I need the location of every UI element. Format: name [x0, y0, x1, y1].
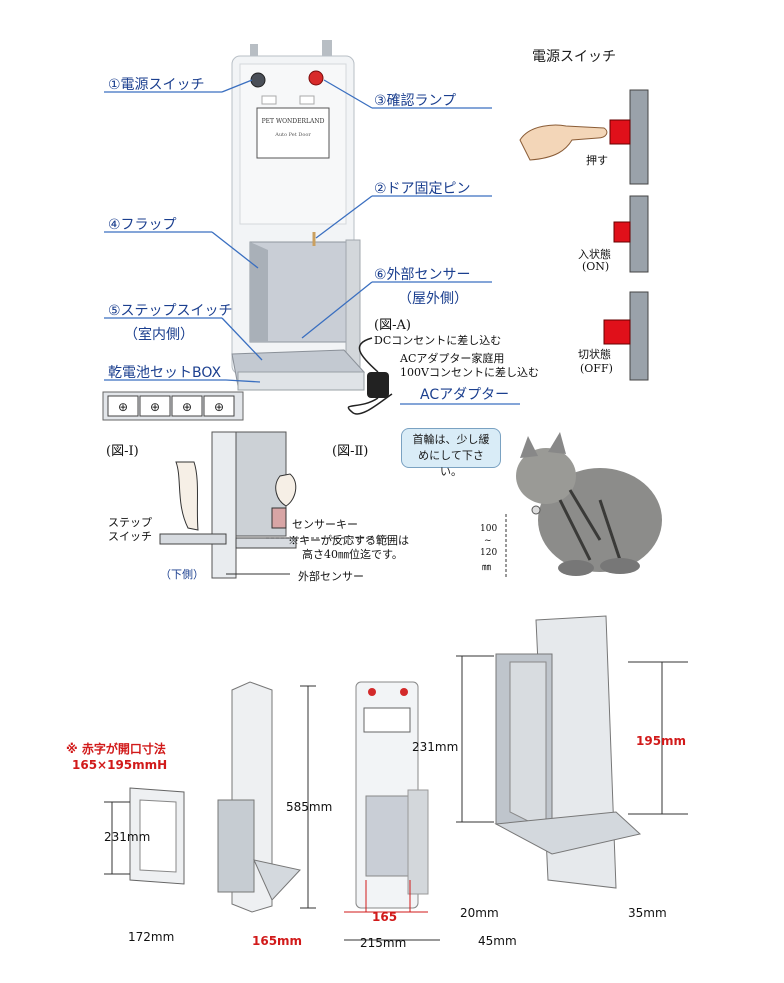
side-view-diagram	[217, 681, 316, 913]
fig-2-title: (図-Ⅱ)	[332, 444, 369, 459]
ac-adapter	[347, 337, 393, 415]
cat-photo	[505, 432, 662, 578]
frame-diagram	[104, 787, 185, 885]
collar-note-bubble: 首輪は、少し緩めにして下さい。	[401, 428, 501, 478]
svg-text:⊕: ⊕	[214, 400, 224, 414]
opening-note: ※ 赤字が開口寸法	[66, 742, 166, 756]
step-label-2: スイッチ	[108, 530, 152, 543]
plate-line-1: PET WONDERLAND	[261, 118, 325, 125]
height-100: 100	[480, 524, 498, 534]
battery-box: ⊕ ⊕ ⊕ ⊕	[102, 391, 244, 421]
door-pin-label: ②ドア固定ピン	[374, 181, 471, 197]
height-120: 120	[480, 548, 498, 558]
battery-box-label: 乾電池セットBOX	[108, 365, 222, 381]
dim-215: 215mm	[360, 936, 407, 950]
outer-sensor-label: ⑥外部センサー	[374, 267, 471, 283]
step-switch-label: ⑤ステップスイッチ	[108, 303, 233, 319]
figure-1-2-graphics	[159, 431, 390, 579]
off-state-label: 切状態	[578, 348, 611, 361]
height-tilde: ~	[484, 536, 492, 546]
fig-a-adapter-2: 100Vコンセントに差し込む	[400, 366, 539, 379]
power-switch-button	[250, 72, 266, 88]
svg-text:⊕: ⊕	[118, 400, 128, 414]
dim-231-frame: 231mm	[104, 830, 151, 844]
height-unit: ㎜	[482, 563, 492, 573]
power-switch-label: ①電源スイッチ	[108, 77, 205, 93]
step-label-1: ステップ	[108, 516, 152, 529]
dim-195: 195mm	[636, 734, 687, 748]
fig-a-adapter-1: ACアダプター家庭用	[400, 352, 505, 365]
sensor-note-2: 高さ40㎜位迄です。	[302, 548, 403, 561]
outer-side-label: （屋外側）	[398, 291, 468, 307]
dim-20: 20mm	[460, 906, 499, 920]
confirm-lamp	[308, 70, 324, 86]
callout-lines	[104, 79, 520, 405]
power-panel-title: 電源スイッチ	[532, 49, 616, 65]
inner-side-label: （室内側）	[124, 327, 194, 343]
lower-side-label: （下側）	[160, 568, 204, 581]
pet-door-device	[231, 40, 366, 391]
confirm-lamp-label: ③確認ランプ	[374, 93, 457, 109]
push-label: 押す	[586, 154, 608, 167]
dim-172: 172mm	[128, 930, 175, 944]
dim-585: 585mm	[286, 800, 333, 814]
sensor-note-1: ※キーが反応する範囲は	[288, 534, 409, 547]
plate-line-2: Auto Pet Door	[275, 132, 311, 138]
outer-sensor-fig-label: 外部センサー	[298, 570, 364, 583]
sensor-key-label: センサーキー	[292, 518, 358, 531]
svg-text:⊕: ⊕	[182, 400, 192, 414]
flap-label: ④フラップ	[108, 217, 177, 233]
dim-165-side: 165mm	[252, 934, 303, 948]
dim-35: 35mm	[628, 906, 667, 920]
power-switch-panel-graphics	[519, 89, 649, 381]
off-en-label: (OFF)	[580, 362, 613, 375]
front-view-diagram	[344, 681, 440, 941]
fig-1-title: (図-Ⅰ)	[106, 444, 139, 459]
on-state-label: 入状態	[578, 248, 611, 261]
dim-231-3d: 231mm	[412, 740, 459, 754]
fig-a-title: (図-A)	[374, 318, 411, 333]
dim-165-front: 165	[372, 910, 398, 924]
ac-adapter-label: ACアダプター	[420, 387, 510, 403]
fig-a-dc: DCコンセントに差し込む	[374, 334, 502, 347]
dim-45: 45mm	[478, 934, 517, 948]
on-en-label: (ON)	[582, 260, 610, 273]
opening-size: 165×195mmH	[72, 758, 168, 772]
large-3d-diagram	[456, 615, 688, 889]
svg-text:⊕: ⊕	[150, 400, 160, 414]
